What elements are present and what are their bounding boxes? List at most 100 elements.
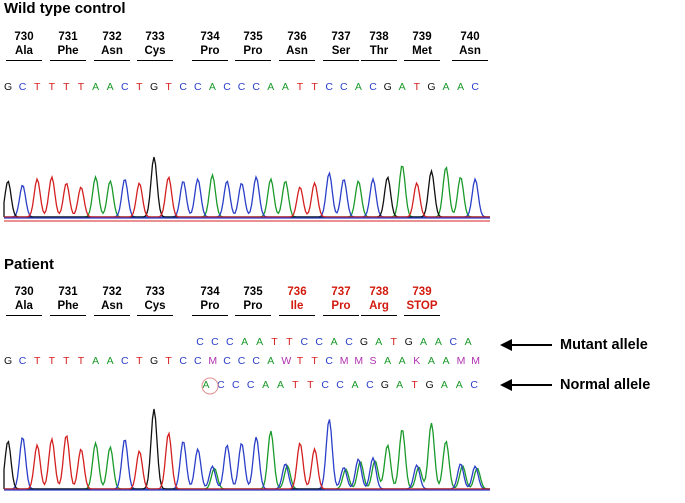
mutant-base: A [419, 336, 427, 348]
normal-allele-label: Normal allele [560, 377, 651, 393]
wild-base: T [165, 81, 172, 93]
mixed-base: T [63, 355, 70, 367]
mixed-base: T [165, 355, 172, 367]
codon-number: 730 [14, 286, 34, 298]
normal-base: A [440, 379, 448, 391]
mixed-base: C [18, 355, 27, 367]
amino-acid: Phe [57, 45, 79, 57]
normal-base: G [380, 379, 389, 391]
mutant-base: A [464, 336, 472, 348]
wild-base: T [296, 81, 304, 93]
mixed-base: S [369, 355, 377, 367]
amino-acid: Pro [243, 300, 263, 312]
mixed-base: A [267, 355, 275, 367]
codon-number: 738 [369, 31, 389, 43]
mixed-base: T [33, 355, 41, 367]
wild-base: C [179, 81, 187, 93]
mixed-base: C [252, 355, 260, 367]
codon-number: 732 [102, 31, 122, 43]
mutant-allele-arrow [500, 339, 552, 351]
mixed-base: A [92, 355, 100, 367]
normal-base: G [425, 379, 434, 391]
amino-acid: Ala [15, 45, 33, 57]
patient-trace [3, 408, 490, 490]
wild-base: C [237, 81, 246, 93]
amino-acid: Phe [57, 300, 79, 312]
amino-acid: Cys [144, 45, 166, 57]
wild-base: A [281, 81, 289, 93]
mutant-base: A [256, 336, 264, 348]
codon-number: 734 [200, 286, 220, 298]
mutation-site-circle [201, 377, 219, 395]
normal-base: C [366, 379, 374, 391]
wild-base: C [121, 81, 129, 93]
wild-base: T [136, 81, 143, 93]
codon-bar [404, 315, 440, 316]
mutant-base: A [434, 336, 442, 348]
normal-base: C [470, 379, 478, 391]
wild-base: A [267, 81, 275, 93]
mutant-base: G [404, 336, 413, 348]
mutant-allele-label: Mutant allele [560, 337, 648, 353]
amino-acid: Ile [290, 300, 304, 312]
wild-base: G [427, 81, 436, 93]
trace-t [4, 175, 490, 218]
mutant-base: C [211, 336, 219, 348]
normal-base: T [411, 379, 418, 391]
mixed-base: M [208, 355, 218, 367]
codon-bar [137, 60, 173, 61]
wild-base: C [194, 81, 202, 93]
mixed-base: G [150, 355, 159, 367]
mixed-base: T [77, 355, 85, 367]
wild-base: T [77, 81, 85, 93]
amino-acid: Pro [243, 45, 263, 57]
wild-base: A [208, 81, 216, 93]
wild-base: T [33, 81, 41, 93]
mixed-base: C [325, 355, 333, 367]
normal-base: C [232, 379, 240, 391]
codon-bar [279, 60, 315, 61]
normal-base: A [202, 379, 210, 391]
wild-type-title: Wild type control [4, 0, 126, 17]
codon-bar [404, 60, 440, 61]
amino-acid: Asn [101, 45, 123, 57]
mutant-base: C [315, 336, 323, 348]
mutant-base: A [241, 336, 249, 348]
amino-acid: Ser [331, 45, 351, 57]
codon-bar [235, 315, 271, 316]
normal-base: C [217, 379, 225, 391]
codon-number: 733 [145, 286, 165, 298]
mutant-base: C [196, 336, 204, 348]
amino-acid: Cys [144, 300, 166, 312]
codon-bar [192, 315, 228, 316]
codon-number: 735 [243, 31, 263, 43]
wild-base: G [4, 81, 13, 93]
mixed-base: C [223, 355, 231, 367]
codon-number: 739 [412, 286, 432, 298]
codon-bar [94, 60, 130, 61]
mixed-base: T [311, 355, 318, 367]
mutant-base: T [390, 336, 397, 348]
mixed-base: W [281, 355, 292, 367]
codon-number: 733 [145, 31, 165, 43]
mutant-base: G [359, 336, 369, 348]
amino-acid: Met [412, 45, 432, 57]
wild-base: T [63, 81, 70, 93]
mixed-base: T [296, 355, 304, 367]
wild-base: A [92, 81, 100, 93]
mutant-base: C [449, 336, 458, 348]
codon-number: 737 [331, 286, 351, 298]
mixed-base: C [237, 355, 246, 367]
